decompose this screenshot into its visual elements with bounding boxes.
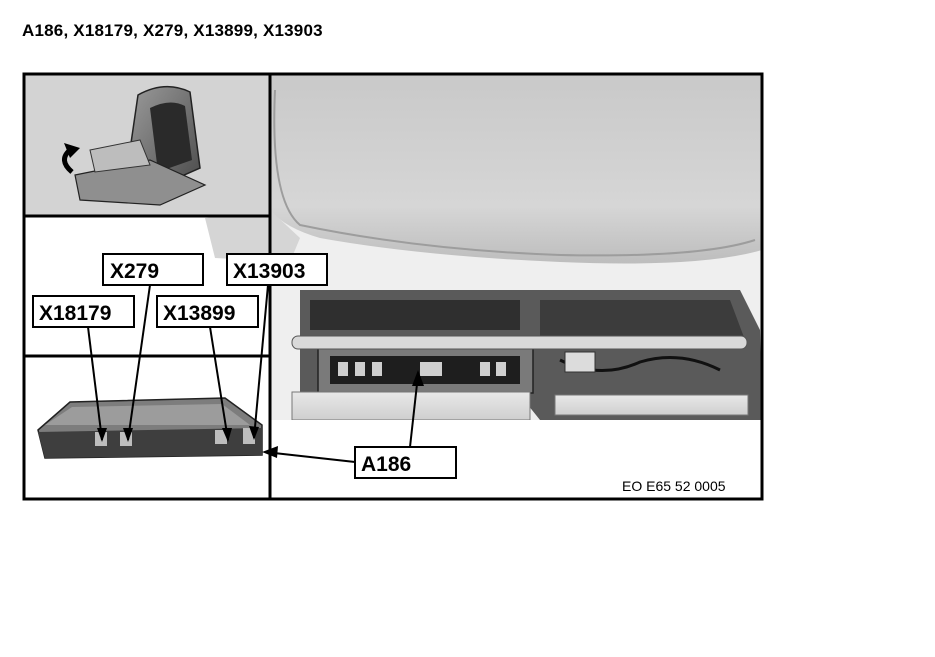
arrow-x18179 — [97, 428, 107, 442]
leader-arrowheads — [97, 370, 424, 458]
leader-x18179 — [87, 326, 103, 441]
callout-x13899: X13899 — [156, 295, 259, 328]
leader-x13899 — [209, 326, 229, 441]
arrow-a186-inset — [262, 446, 278, 458]
arrow-a186-photo — [412, 370, 424, 386]
svg-text:X13903: X13903 — [233, 260, 305, 283]
leader-a186-inset — [264, 451, 356, 463]
callout-x18179: X18179 — [32, 295, 135, 328]
svg-text:X18179: X18179 — [39, 302, 111, 325]
page-title: A186, X18179, X279, X13899, X13903 — [22, 21, 323, 40]
seat-inset — [24, 74, 270, 216]
figure-code: EO E65 52 0005 — [622, 478, 726, 494]
svg-text:X13899: X13899 — [163, 302, 235, 325]
svg-text:X279: X279 — [110, 260, 159, 283]
module-inset — [26, 356, 268, 497]
leader-lines — [87, 284, 419, 463]
arrow-x13903 — [249, 426, 259, 440]
callout-x13903: X13903 — [226, 253, 328, 286]
leader-x279 — [127, 284, 151, 441]
leader-a186-photo — [409, 374, 419, 448]
svg-text:A186: A186 — [361, 453, 411, 476]
arrow-x13899 — [222, 428, 232, 442]
leader-x13903 — [253, 284, 269, 439]
frame-lines — [22, 72, 764, 501]
callout-x279: X279 — [102, 253, 204, 286]
callout-a186: A186 — [354, 446, 457, 479]
arrow-x279 — [123, 428, 133, 442]
main-photo — [205, 74, 762, 499]
